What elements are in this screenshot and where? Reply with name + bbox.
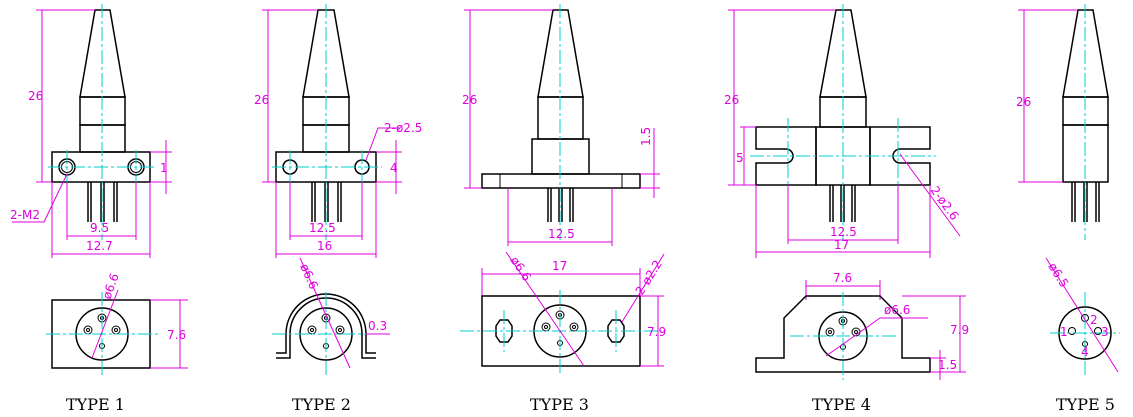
type-1-width-total-label: 12.7 xyxy=(86,239,113,253)
type-2-caption: TYPE 2 xyxy=(292,395,351,414)
type-3-width-total-label: 17 xyxy=(552,259,567,273)
type-2-height-label: 26 xyxy=(254,93,269,107)
type-1-end-height-label: 7.6 xyxy=(167,328,186,342)
type-1-side-view xyxy=(48,4,156,240)
type-4-hole-label: 2-ø2.6 xyxy=(928,184,962,223)
type-1-end-view: ø6.6 7.6 xyxy=(46,271,188,376)
type-2-side-view xyxy=(272,4,382,240)
type-3-dimensions: 26 1.5 12.5 xyxy=(462,9,660,246)
type-1-mount-height-label: 1 xyxy=(160,161,168,175)
type-4-caption: TYPE 4 xyxy=(812,395,871,414)
type-4-side-view xyxy=(750,4,936,240)
type-5-side-view xyxy=(1062,4,1109,240)
type-3-hole-label: 2-ø2.2 xyxy=(633,258,665,298)
type-4-width-small-label: 12.5 xyxy=(830,225,857,239)
type-3-width-small-label: 12.5 xyxy=(548,227,575,241)
type-5-dimensions: 26 xyxy=(1016,9,1078,183)
type-1-caption: TYPE 1 xyxy=(66,395,125,414)
type-2-dimensions: 26 4 2-ø2.5 12.5 16 xyxy=(254,9,422,258)
type-5-pin-4-label: 4 xyxy=(1081,345,1089,359)
type-4-width-total-label: 17 xyxy=(834,238,849,252)
type-3-end-dia-label: ø6.6 xyxy=(508,254,534,284)
type-5-drawing: 26 ø6.5 1 2 3 4 TYPE 5 xyxy=(1016,4,1120,414)
type-5-pin-1-label: 1 xyxy=(1060,325,1068,339)
type-4-end-dia-label: ø6.6 xyxy=(884,303,910,317)
type-2-flange-thk-label: 0.3 xyxy=(368,319,387,333)
type-2-hole-label: 2-ø2.5 xyxy=(384,121,422,135)
type-1-end-dia-label: ø6.6 xyxy=(100,271,122,301)
type-5-end-dia-label: ø6.5 xyxy=(1045,260,1071,290)
type-3-end-height-label: 7.9 xyxy=(647,325,666,339)
type-5-height-label: 26 xyxy=(1016,95,1031,109)
type-3-drawing: 26 1.5 12.5 17 xyxy=(460,4,666,414)
type-1-height-label: 26 xyxy=(28,89,43,103)
type-1-drawing: 26 1 9.5 12.7 2-M2 ø6. xyxy=(10,4,188,414)
type-3-end-view: 17 ø6.6 2-ø2.2 7.9 xyxy=(460,251,666,374)
type-5-caption: TYPE 5 xyxy=(1056,395,1115,414)
type-2-end-view: ø6.6 0.3 xyxy=(272,257,390,376)
type-4-height-label: 26 xyxy=(724,93,739,107)
type-3-caption: TYPE 3 xyxy=(530,395,589,414)
type-2-width-small-label: 12.5 xyxy=(309,221,336,235)
type-2-mount-height-label: 4 xyxy=(390,161,398,175)
type-2-drawing: 26 4 2-ø2.5 12.5 16 xyxy=(254,4,422,414)
type-4-top-width-label: 7.6 xyxy=(833,271,852,285)
type-1-dimensions: 26 1 9.5 12.7 2-M2 xyxy=(10,9,172,258)
type-5-end-view: ø6.5 1 2 3 4 xyxy=(1045,257,1120,376)
type-4-end-height-label: 7.9 xyxy=(950,323,969,337)
type-3-side-view xyxy=(481,4,641,240)
type-4-end-view: 7.6 ø6.6 7.9 1.5 xyxy=(755,271,969,380)
type-3-height-label: 26 xyxy=(462,93,477,107)
type-5-pin-2-label: 2 xyxy=(1090,313,1098,327)
type-4-drawing: 26 5 2-ø2.6 12.5 17 7.6 xyxy=(724,4,969,414)
type-1-hole-label: 2-M2 xyxy=(10,208,40,222)
type-4-slot-height-label: 5 xyxy=(736,151,744,165)
type-5-pin-3-label: 3 xyxy=(1101,325,1109,339)
type-2-width-total-label: 16 xyxy=(317,239,332,253)
type-1-width-small-label: 9.5 xyxy=(90,221,109,235)
type-3-flange-height-label: 1.5 xyxy=(639,127,653,146)
type-4-base-height-label: 1.5 xyxy=(938,358,957,372)
type-2-end-dia-label: ø6.6 xyxy=(297,262,321,292)
